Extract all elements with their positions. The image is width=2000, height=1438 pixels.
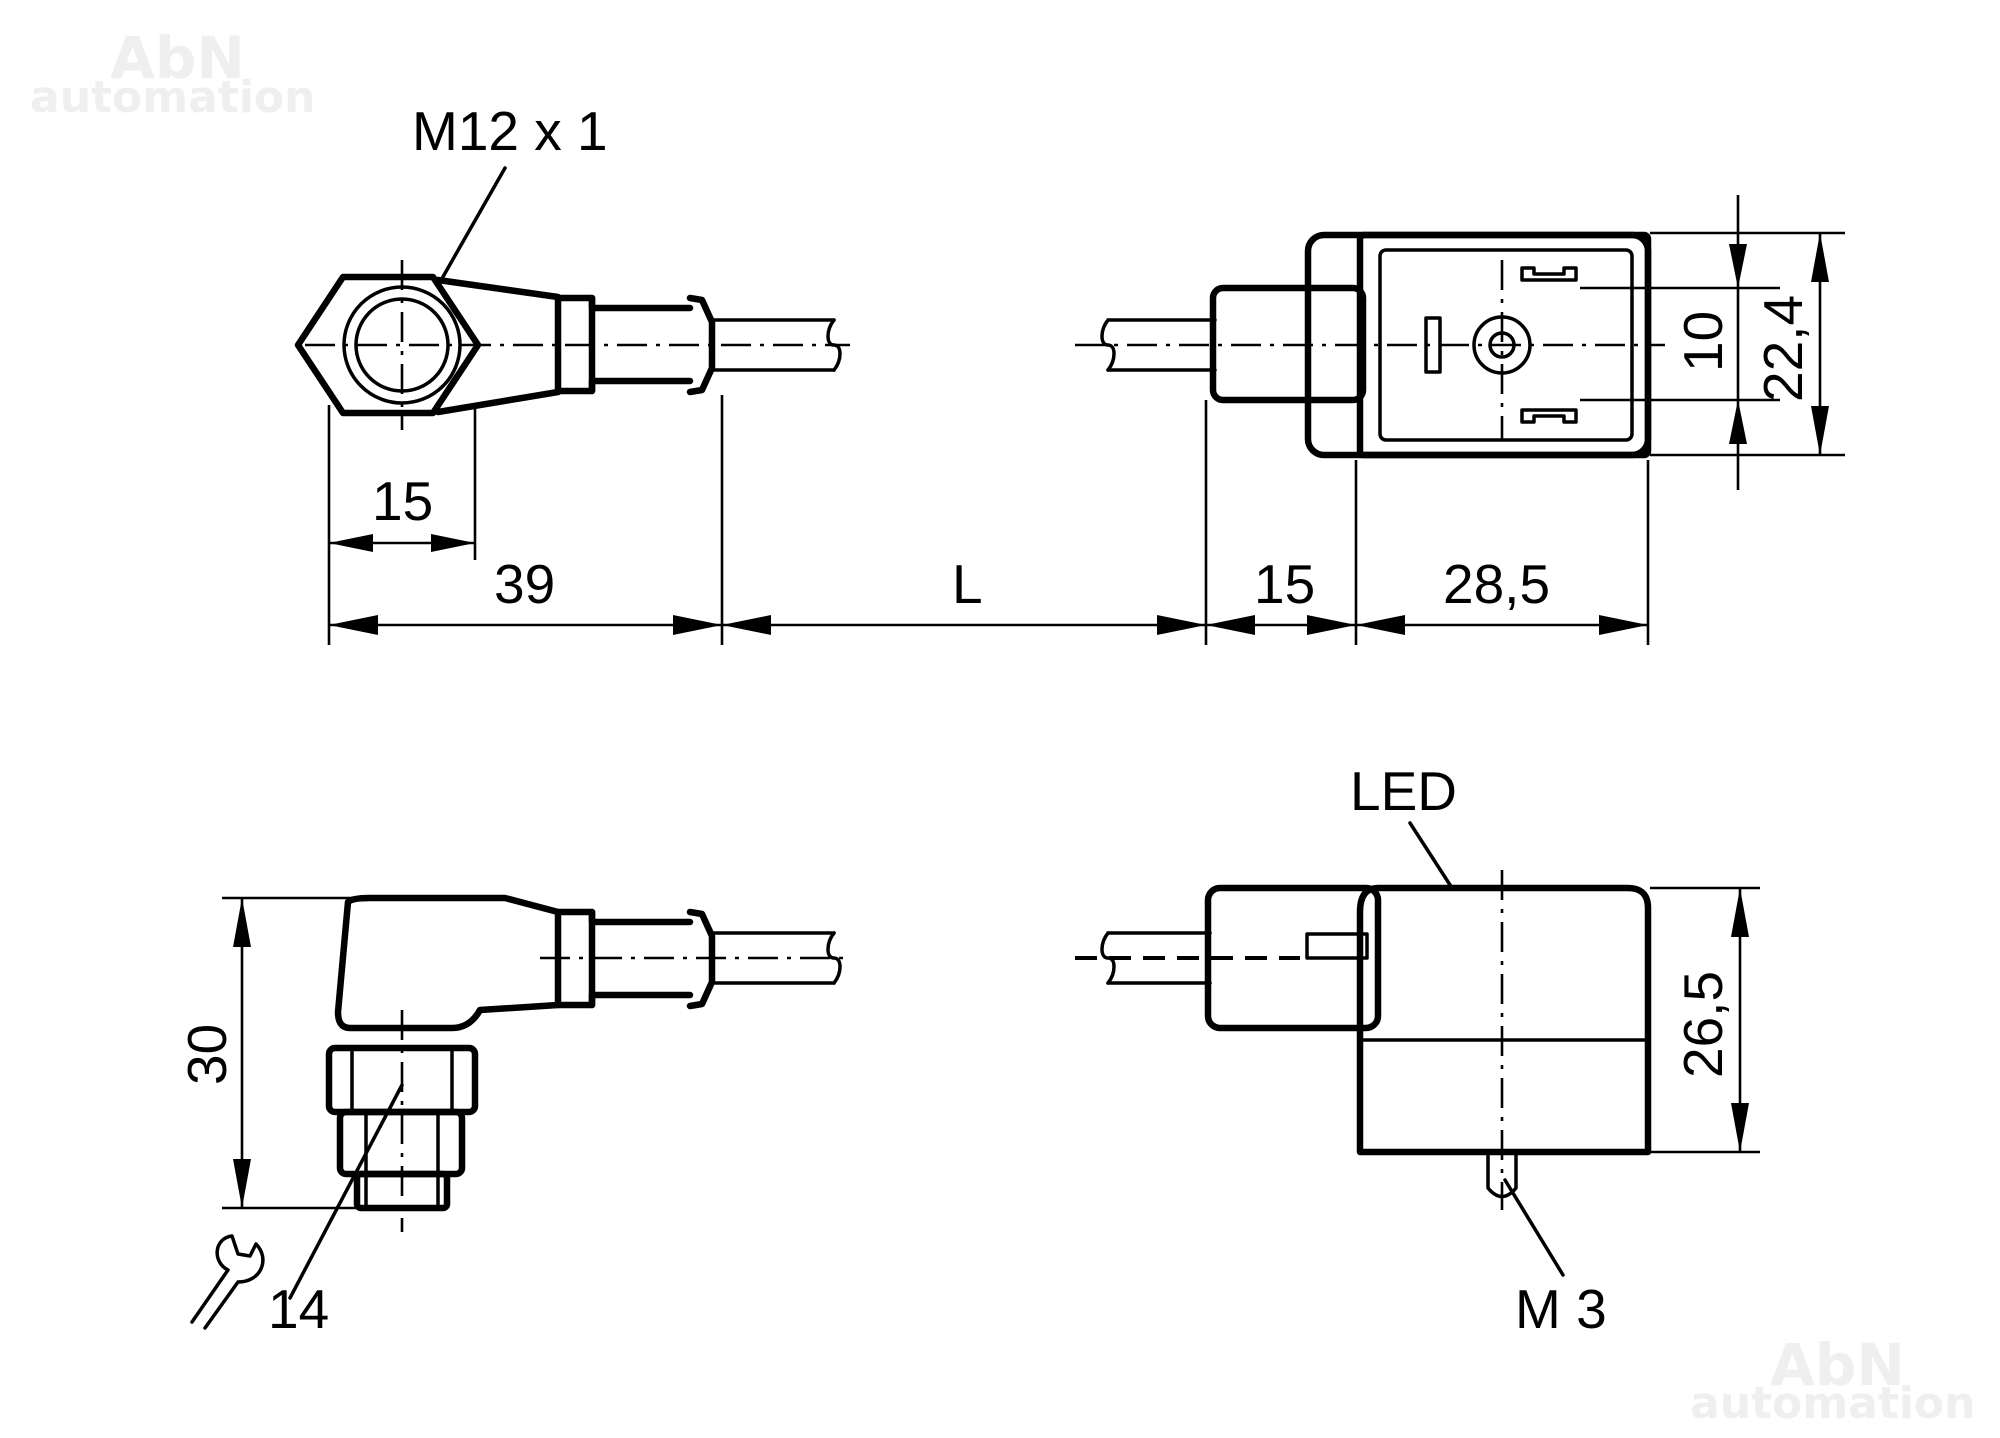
arrow [1206, 615, 1255, 635]
dim-30: 30 [176, 1024, 238, 1085]
wrench-size: 14 [268, 1278, 329, 1340]
svg-text:automation: automation [30, 72, 315, 123]
led-window [1305, 932, 1369, 960]
svg-text:AbN: AbN [110, 24, 245, 92]
arrow [1731, 1103, 1749, 1152]
valve-plug-side-view: LED M 3 26,5 [1075, 760, 1760, 1340]
valve-plug-top-view [1075, 231, 1665, 459]
cable-break-right [1100, 318, 1116, 372]
hex-nut [294, 273, 482, 417]
strain-relief-top [554, 294, 694, 312]
arrow [329, 615, 378, 635]
dim-22-4: 22,4 [1752, 295, 1814, 402]
screw-label: M 3 [1515, 1278, 1607, 1340]
arrow [431, 534, 475, 552]
arrow [673, 615, 722, 635]
wrench-leader [288, 1083, 404, 1300]
dim-39: 39 [494, 553, 555, 615]
arrow [1731, 888, 1749, 937]
watermark-top-left: AbN automation [30, 24, 315, 123]
plug-neck-side [1204, 884, 1382, 1032]
contact-top [1520, 266, 1578, 282]
dim-26-5: 26,5 [1672, 971, 1734, 1078]
angled-body [434, 276, 562, 416]
relief-side-bottom [554, 991, 694, 1009]
relief-side-top [554, 908, 694, 926]
housing-inner [1378, 248, 1634, 442]
arrow [722, 615, 771, 635]
thread-leader [438, 166, 507, 284]
arrow [233, 898, 251, 947]
dim-28-5: 28,5 [1443, 553, 1550, 615]
arrow [1356, 615, 1405, 635]
cable-side-break [826, 931, 842, 985]
arrow [1599, 615, 1648, 635]
wrench-icon [190, 1234, 265, 1330]
dim-15-plug: 15 [1254, 553, 1315, 615]
vertical-dimensions-top: 10 22,4 [1580, 195, 1845, 490]
arrow [329, 534, 373, 552]
arrow [1157, 615, 1206, 635]
strain-relief-bottom [554, 377, 694, 395]
arrow [1811, 233, 1829, 282]
arrow [233, 1159, 251, 1208]
screw-leader [1503, 1178, 1565, 1277]
thread-label: M12 x 1 [412, 100, 608, 162]
led-label: LED [1350, 760, 1457, 822]
arrow [1811, 406, 1829, 455]
led-leader [1408, 821, 1454, 890]
arrow [1729, 244, 1747, 288]
cable-break-right-side [1100, 931, 1116, 985]
m12-connector-top-view: M12 x 1 [294, 100, 850, 430]
svg-text:automation: automation [1690, 1378, 1975, 1429]
arrow [1307, 615, 1356, 635]
horizontal-dimensions: 15 39 L 15 28,5 [327, 395, 1650, 645]
dim-15-hex: 15 [372, 470, 433, 532]
arrow [1729, 400, 1747, 444]
contact-bottom [1520, 408, 1578, 424]
dim-L: L [952, 553, 983, 615]
m12-connector-side-view: 30 14 [176, 894, 850, 1340]
svg-text:AbN: AbN [1770, 1331, 1905, 1399]
housing-side [1356, 884, 1652, 1156]
dim-10: 10 [1672, 311, 1734, 372]
angled-body-side [334, 894, 562, 1032]
watermark-bottom-right: AbN automation [1690, 1331, 1975, 1429]
